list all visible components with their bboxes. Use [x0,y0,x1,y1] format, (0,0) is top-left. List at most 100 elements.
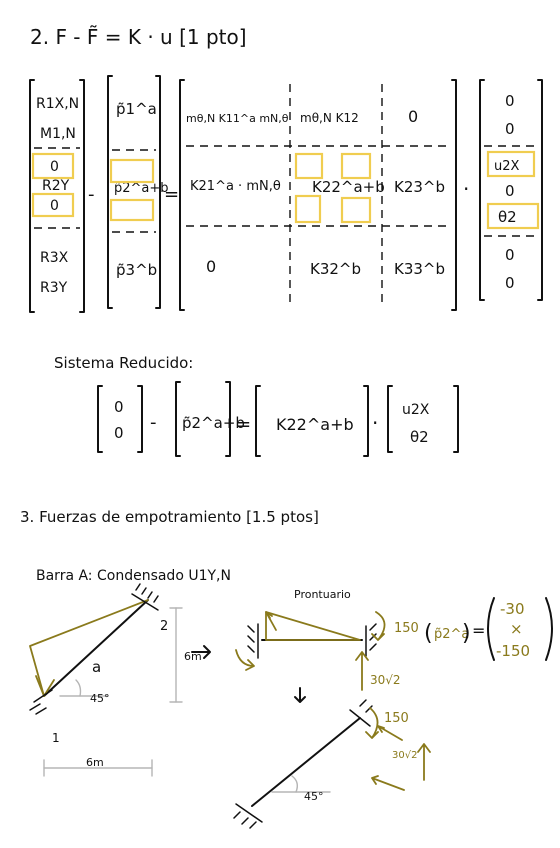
fixed-support-node2 [131,583,159,611]
moment-left [235,649,255,671]
bracket-left [255,385,261,457]
vector-u: 0 0 u2X 0 θ2 0 0 [479,79,543,301]
k22-cell: K22^a+b [312,178,385,196]
force-30r2-small: 30√2 [392,750,417,761]
stiffness-matrix: mθ,N K11^a mN,θ mθ,N K12 0 K21^a · mN,θ … [179,79,457,311]
reaction-arrow [355,651,369,691]
dim-w-label: 6m [86,756,104,769]
highlight-box [109,158,155,184]
dot-operator: · [372,411,378,435]
minus-sign: - [150,412,157,433]
bracket-left [107,75,113,309]
u-entry: 0 [505,92,515,110]
k13-cell: 0 [408,107,418,126]
vector-R: R1X,N M1,N 0 R2Y 0 R3X R3Y [29,79,85,313]
bar-heading: Barra A: Condensado U1Y,N [36,568,231,584]
k32-cell: K32^b [310,260,361,278]
dot-operator: · [463,177,469,201]
reduced-u: u2X [402,402,430,418]
prontuario-diagram: Prontuario 150 30√2 ( p̃2^a ) = -30 × -1… [235,588,553,703]
bracket-right [225,381,231,457]
u-entry: 0 [505,246,515,264]
node1-label: 1 [52,731,60,745]
bar-a [43,599,149,697]
inclined-bar-diagram: a 45° 1 2 6m 6m [29,583,211,777]
u-entry: 0 [505,274,515,292]
k33-cell: K33^b [394,260,445,278]
node2-label: 2 [160,619,168,634]
k23-cell: K23^b [394,178,445,196]
force-arrow-up [417,743,431,781]
p-entry: p̃2^a+b [114,181,169,196]
dim-h-label: 6m [184,650,202,663]
highlight-box [340,152,372,180]
paren-right-big [545,597,553,661]
r-entry: R2Y [42,178,70,194]
rotated-bar-diagram: 45° 150 30√2 [233,699,431,829]
bar-rotated [251,717,361,807]
r-entry: R1X,N [36,96,79,112]
section2-title: 2. F - F̃ = K · u [1 pto] [30,25,247,49]
highlight-box [109,198,155,222]
k12-cell: mθ,N K12 [300,111,359,125]
reduced-lhs: 0 [114,398,124,416]
result-value: -30 [500,600,525,618]
triangular-load [265,611,361,641]
force-arrow-left [371,775,405,791]
bracket-left [479,79,485,301]
u-entry: θ2 [498,208,517,226]
equals-sign: = [472,621,485,640]
reduced-heading: Sistema Reducido: [54,354,193,372]
force-arrow-diag [377,725,403,741]
reduced-k: K22^a+b [276,415,354,434]
r-entry: 0 [50,159,59,175]
bracket-right [363,385,369,457]
result-value: -150 [496,642,530,660]
u-entry: 0 [505,120,515,138]
bracket-right [155,75,161,309]
result-value: × [510,620,523,638]
u-entry: u2X [494,159,520,174]
bracket-right [537,79,543,301]
k21-cell: K21^a · mN,θ [190,179,281,194]
highlight-box [31,192,75,218]
arrow-down [294,687,306,703]
highlight-box [486,202,540,230]
reduced-p: p̃2^a+b [182,414,245,432]
minus-sign: - [88,184,95,205]
bracket-left [179,79,185,311]
paren-left-big [487,597,495,661]
equals-sign: = [164,184,179,205]
load-tip [265,611,277,631]
vector-P: p̃1^a p̃2^a+b p̃3^b [107,75,169,309]
highlight-box [294,194,322,224]
highlight-box [340,196,372,224]
k31-cell: 0 [206,257,216,276]
angle2-label: 45° [304,790,324,803]
highlight-box [486,150,536,178]
r-entry: R3X [40,250,69,266]
result-label: p̃2^a [434,627,469,642]
bracket-left [387,385,393,453]
prontuario-label: Prontuario [294,588,351,601]
force-150-rot: 150 [384,711,409,726]
moment-right [371,611,386,641]
force-30r2: 30√2 [370,673,401,687]
section3-title: 3. Fuerzas de empotramiento [1.5 ptos] [20,508,319,526]
r-entry: 0 [50,198,59,214]
angle-label: 45° [90,692,110,705]
bracket-right [79,79,85,313]
fixed-support-top [349,699,373,727]
highlight-box [31,152,75,180]
arrow-right [191,645,211,659]
equals-sign: = [236,414,251,435]
bracket-left [29,79,35,313]
paren-open: ( [424,621,433,646]
bracket-right [137,385,143,453]
r-entry: M1,N [40,126,76,142]
k11-cell: mθ,N K11^a mN,θ [186,112,289,125]
load-diagram [29,599,149,697]
roller-support-node1 [29,689,53,715]
